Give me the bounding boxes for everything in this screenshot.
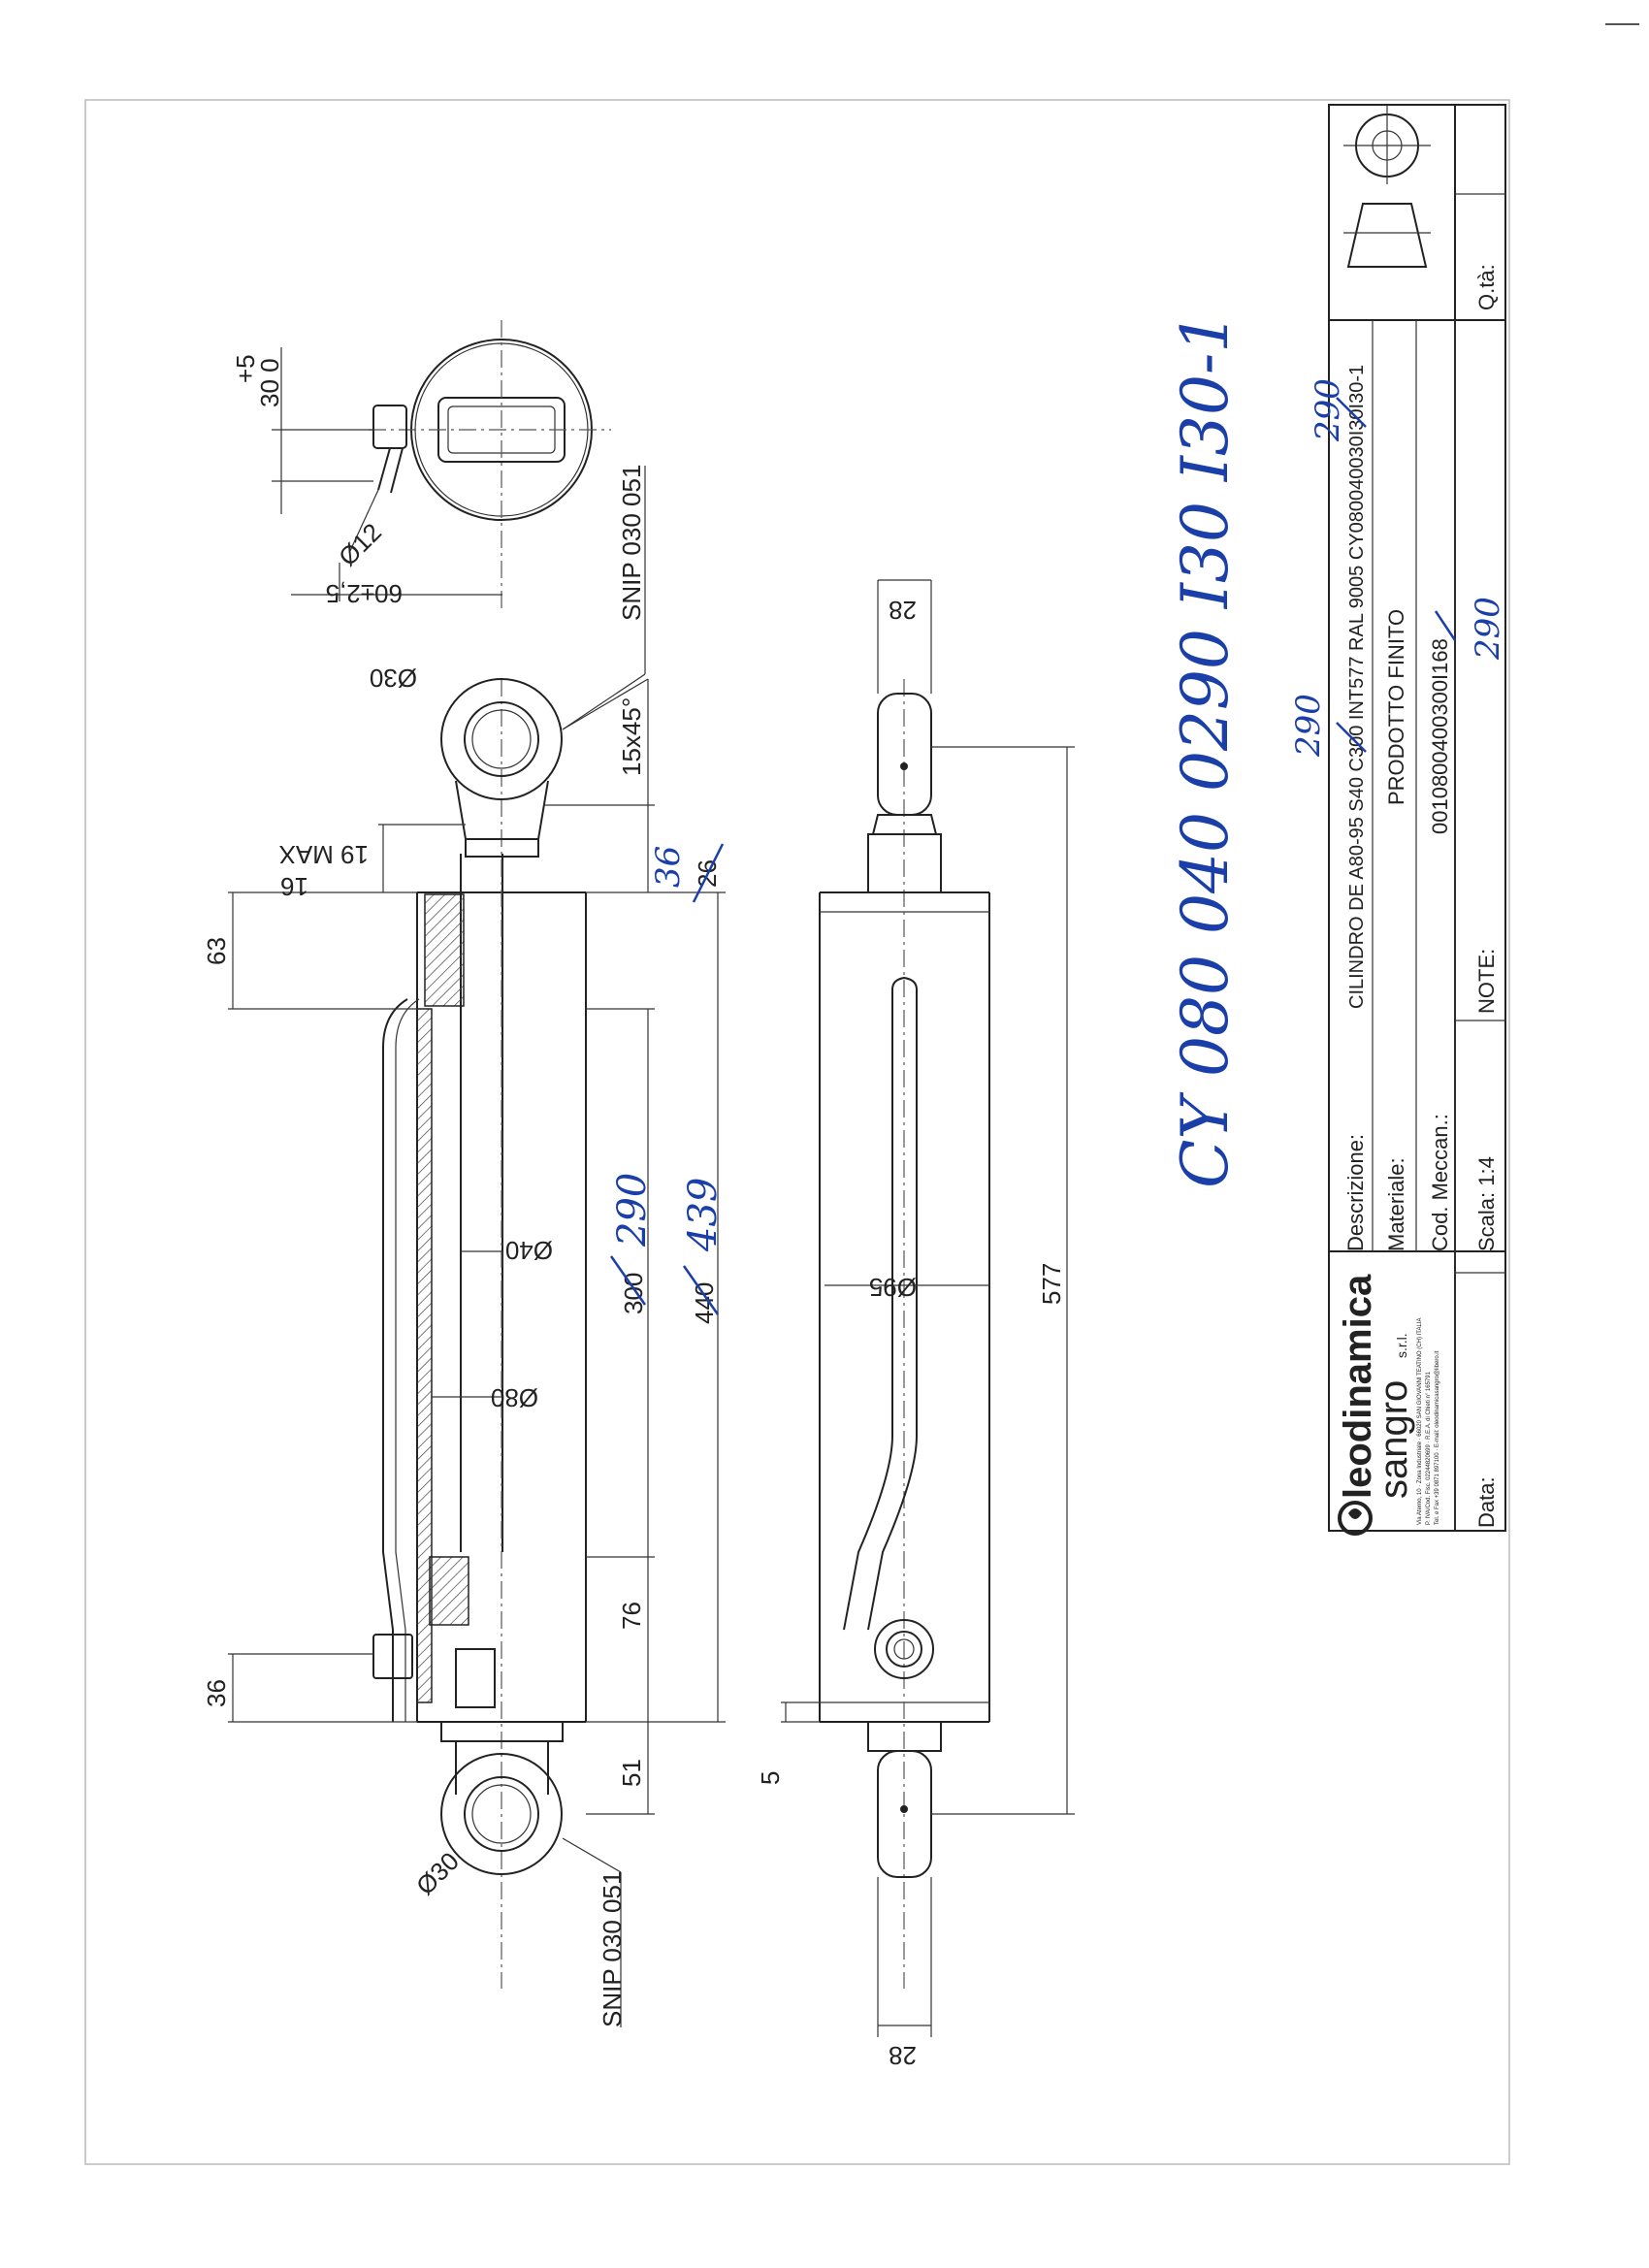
end-view xyxy=(272,320,611,611)
snip-label-bottom: SNIP 030 051 xyxy=(598,1871,627,2027)
strike-26 xyxy=(692,843,725,903)
company-contact: Tel. e Fax +39 0871 897100 · E-mail: ole… xyxy=(1435,1350,1440,1525)
company-suffix: s.r.l. xyxy=(1394,1333,1409,1358)
dim-d40: Ø40 xyxy=(505,1236,553,1265)
dim-28-bottom: 28 xyxy=(889,2041,917,2070)
strike-c300 xyxy=(1336,722,1367,753)
strike-length-old xyxy=(682,1265,720,1315)
dim-19max: 19 MAX xyxy=(279,840,370,869)
dim-tolerance-30: 30 0 xyxy=(255,358,284,407)
dim-d80: Ø80 xyxy=(491,1383,538,1412)
hand-290-descr: 290 xyxy=(1309,378,1347,442)
company-logo xyxy=(1338,1501,1373,1536)
company-name-1: leodinamica xyxy=(1337,1274,1379,1499)
dim-76: 76 xyxy=(617,1602,646,1630)
strike-descr xyxy=(1336,397,1367,428)
materiale-value: PRODOTTO FINITO xyxy=(1384,609,1408,805)
strike-cod xyxy=(1434,610,1457,641)
dim-stroke-old: 300 xyxy=(619,1273,648,1314)
title-block xyxy=(1328,104,1506,1532)
data-label: Data: xyxy=(1474,1476,1499,1528)
dim-36: 36 xyxy=(202,1679,231,1707)
dim-chamfer: 15x45° xyxy=(617,697,646,776)
scala-label: Scala: 1:4 xyxy=(1474,1156,1499,1251)
drawing-frame xyxy=(84,99,1510,2165)
dim-63: 63 xyxy=(202,937,231,965)
dim-60: 60±2,5 xyxy=(326,579,403,608)
dim-577: 577 xyxy=(1037,1263,1066,1305)
cylinder-section-view xyxy=(228,466,726,2027)
hand-290-left: 290 xyxy=(1289,694,1328,758)
dim-36-hand: 36 xyxy=(649,846,688,888)
dim-5: 5 xyxy=(756,1771,785,1785)
cod-value: 0010800400300I168 xyxy=(1428,638,1452,834)
descrizione-value: CILINDRO DE A80-95 S40 C300 INT577 RAL 9… xyxy=(1346,365,1368,1009)
handwritten-part-code: CY 080 040 0290 I30 I30-1 xyxy=(1168,312,1243,1188)
company-address: Via Aterno, 10 · Zona Industriale · 6602… xyxy=(1417,1317,1423,1525)
company-vat: P. IVA/Cod. Fisc. 02244820699 · R.E.A. d… xyxy=(1426,1371,1432,1525)
dim-length-new: 439 xyxy=(681,1178,726,1252)
hand-290-cod: 290 xyxy=(1469,597,1507,661)
materiale-label: Materiale: xyxy=(1384,1157,1408,1251)
company-name-2: sangro xyxy=(1373,1380,1415,1499)
descrizione-label: Descrizione: xyxy=(1343,1134,1368,1251)
cylinder-side-view xyxy=(781,579,1075,2037)
dim-d95: Ø95 xyxy=(869,1273,917,1302)
dim-d12: Ø12 xyxy=(333,517,387,571)
dim-d30-top: Ø30 xyxy=(370,664,417,693)
dim-tolerance-plus: +5 xyxy=(231,354,260,383)
note-label: NOTE: xyxy=(1474,949,1499,1014)
dim-length-old: 440 xyxy=(690,1282,719,1324)
qta-label: Q.tà: xyxy=(1474,264,1499,310)
strike-stroke-old xyxy=(609,1255,647,1306)
dim-stroke-new: 290 xyxy=(610,1173,655,1247)
snip-label-top: SNIP 030 051 xyxy=(617,465,646,621)
dim-28-top: 28 xyxy=(889,596,917,625)
dim-16: 16 xyxy=(280,872,308,901)
dim-51: 51 xyxy=(617,1759,646,1787)
cod-label: Cod. Meccan.: xyxy=(1428,1114,1452,1251)
